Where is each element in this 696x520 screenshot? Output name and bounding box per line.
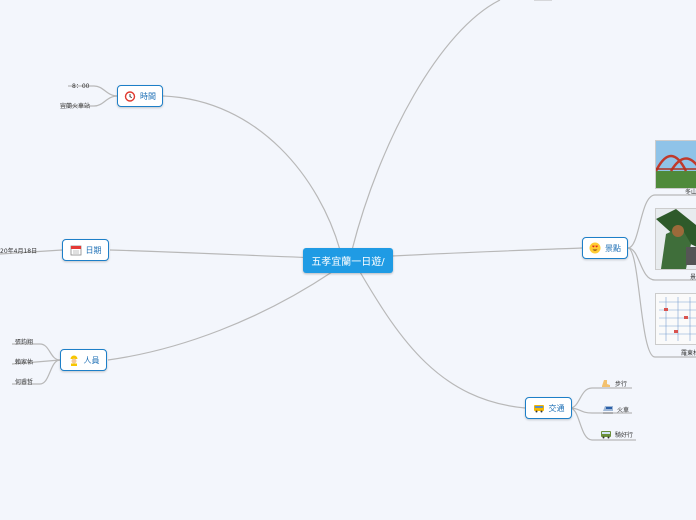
- spot-caption-2-fragment: 景: [690, 274, 696, 281]
- topic-transport-label: 交通: [548, 403, 565, 413]
- topic-spots[interactable]: 景點: [582, 237, 628, 259]
- transport-leaf-bus-label: 騎好行: [615, 431, 634, 439]
- foot-icon: [600, 377, 612, 389]
- topic-date[interactable]: 日期: [62, 239, 109, 261]
- transport-leaf-train[interactable]: 火車: [602, 403, 629, 415]
- spot-photo-map: [655, 293, 696, 345]
- topic-time[interactable]: 時間: [117, 85, 163, 107]
- date-leaf-1[interactable]: 20年4月18日: [0, 248, 38, 255]
- bus-icon: [533, 402, 545, 414]
- spot-photo-bridge: [655, 140, 696, 189]
- heart-eyes-face-icon: [589, 242, 601, 254]
- train-icon: [602, 403, 614, 415]
- people-leaf-1[interactable]: 張鈞翔: [15, 339, 34, 346]
- time-leaf-1[interactable]: 8：00: [72, 83, 90, 90]
- alarm-clock-icon: [124, 90, 136, 102]
- topic-spots-label: 景點: [605, 243, 621, 253]
- spot-caption-1: 冬山: [685, 189, 696, 196]
- topic-date-label: 日期: [85, 245, 102, 255]
- transport-leaf-bus[interactable]: 騎好行: [600, 428, 633, 440]
- transport-leaf-walk[interactable]: 步行: [600, 377, 627, 389]
- topic-transport[interactable]: 交通: [525, 397, 572, 419]
- transport-leaf-train-label: 火車: [617, 406, 630, 414]
- construction-worker-icon: [68, 354, 80, 366]
- root-topic[interactable]: 五孝宜蘭一日遊/: [303, 248, 393, 273]
- topic-people[interactable]: 人員: [60, 349, 107, 371]
- people-leaf-2[interactable]: 賴家佑: [15, 359, 34, 366]
- topic-people-label: 人員: [83, 355, 100, 365]
- spot-photo-statue: [655, 208, 696, 270]
- topic-time-label: 時間: [140, 91, 156, 101]
- people-leaf-3[interactable]: 何睿哲: [15, 379, 34, 386]
- bus-small-icon: [600, 428, 612, 440]
- transport-leaf-walk-label: 步行: [615, 380, 628, 388]
- spot-caption-3: 羅東林: [681, 350, 696, 357]
- calendar-icon: [70, 244, 82, 256]
- time-leaf-2[interactable]: 宜蘭火車站: [60, 103, 91, 110]
- root-topic-label: 五孝宜蘭一日遊/: [311, 257, 385, 268]
